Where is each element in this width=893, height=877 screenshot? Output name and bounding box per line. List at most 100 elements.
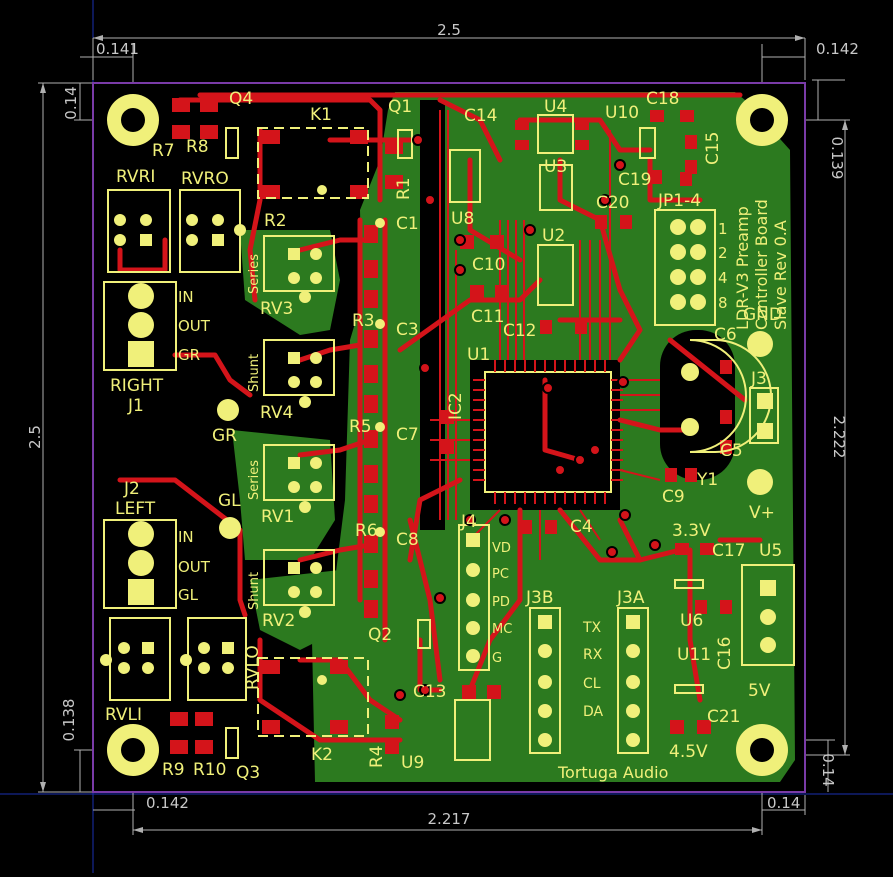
label-c11: C11 [471, 307, 505, 327]
label-u9: U9 [401, 753, 424, 773]
pin-tx: TX [582, 620, 602, 636]
label-u3: U3 [544, 157, 567, 177]
label-j2: J2 [123, 479, 140, 499]
board-title: LDR-V3 Preamp Controller Board Slave Rev… [557, 199, 790, 782]
smd-pads [170, 98, 732, 754]
label-c15: C15 [703, 131, 723, 165]
label-q1: Q1 [388, 97, 412, 117]
label-rv4: RV4 [260, 403, 293, 423]
label-k1: K1 [310, 105, 332, 125]
label-j1: J1 [127, 396, 144, 416]
label-c4: C4 [570, 517, 593, 537]
label-q4: Q4 [229, 89, 253, 109]
pin-labels: IN OUT GR IN OUT GL Series Shunt Series … [178, 220, 728, 720]
dim-left-height: 2.5 [26, 425, 44, 449]
label-c8: C8 [396, 530, 419, 550]
through-hole-pads [100, 185, 776, 747]
label-rvlo: RVLO [243, 645, 263, 690]
label-c13: C13 [413, 682, 447, 702]
label-5v: 5V [748, 681, 771, 701]
label-3v3: 3.3V [672, 521, 711, 541]
label-gl: GL [218, 491, 241, 511]
label-y1: Y1 [696, 470, 718, 490]
pin-pc: PC [492, 567, 509, 582]
pin-gl-left: GL [178, 586, 199, 604]
label-c17: C17 [712, 541, 746, 561]
label-c19: C19 [618, 170, 652, 190]
label-gnd: GND [743, 305, 782, 325]
label-r5: R5 [349, 417, 372, 437]
label-c18: C18 [646, 89, 680, 109]
label-c7: C7 [396, 425, 419, 445]
label-r4: R4 [367, 745, 387, 768]
brand-text: Tortuga Audio [557, 763, 668, 782]
pin-out-left: OUT [178, 558, 211, 576]
pin-shunt-top: Shunt [247, 354, 262, 392]
label-q3: Q3 [236, 763, 260, 783]
dimension-arrows [40, 35, 848, 833]
dim-top-width: 2.5 [437, 21, 461, 39]
pin-jp-1: 1 [718, 220, 728, 238]
label-r8: R8 [186, 137, 209, 157]
dim-bottom-width: 2.217 [428, 810, 471, 828]
dim-bottom-right-vertical: 0.14 [819, 753, 837, 786]
label-c9: C9 [662, 487, 685, 507]
pin-mc: MC [492, 622, 512, 637]
label-j3: J3 [750, 369, 767, 389]
label-u11: U11 [677, 645, 711, 665]
dim-bottom-left-vertical: 0.138 [60, 699, 78, 742]
label-c20: C20 [596, 193, 630, 213]
label-rvri: RVRI [116, 167, 155, 187]
label-r1: R1 [394, 177, 414, 200]
label-u4: U4 [544, 97, 567, 117]
label-j4: J4 [460, 512, 477, 532]
label-rvli: RVLI [105, 705, 142, 725]
pin-series-top: Series [247, 254, 262, 294]
label-u2: U2 [542, 226, 565, 246]
vias [394, 134, 661, 701]
label-rv1: RV1 [261, 507, 294, 527]
label-u1: U1 [467, 345, 490, 365]
pin-in-left: IN [178, 528, 194, 546]
label-u10: U10 [605, 103, 639, 123]
label-r9: R9 [162, 760, 185, 780]
label-c10: C10 [472, 255, 506, 275]
label-j3a: J3A [616, 588, 645, 608]
label-4v5: 4.5V [669, 742, 708, 762]
label-jp1-4: JP1-4 [657, 191, 701, 211]
dim-right-height: 2.222 [830, 416, 848, 459]
label-rvro: RVRO [181, 169, 229, 189]
pin-jp-8: 8 [718, 294, 728, 312]
label-v-plus: V+ [749, 503, 775, 523]
mounting-holes [107, 94, 788, 776]
label-c14: C14 [464, 106, 498, 126]
pin-g: G [492, 651, 502, 666]
silkscreen-outlines [103, 114, 795, 761]
title-line-2: Controller Board [752, 199, 771, 330]
label-c1: C1 [396, 214, 419, 234]
label-rv2: RV2 [262, 611, 295, 631]
mcu-u1 [473, 360, 623, 504]
label-r2: R2 [264, 211, 287, 231]
label-left: LEFT [115, 499, 156, 519]
dim-top-right-vertical: 0.139 [828, 137, 846, 180]
pin-da: DA [583, 704, 604, 720]
label-u8: U8 [451, 209, 474, 229]
label-c3: C3 [396, 320, 419, 340]
title-line-1: LDR-V3 Preamp [733, 206, 752, 330]
dim-bottom-right-margin: 0.14 [767, 794, 800, 812]
label-c16: C16 [715, 636, 735, 670]
label-c21: C21 [707, 707, 741, 727]
label-r10: R10 [193, 760, 226, 780]
label-ic2: IC2 [446, 392, 466, 420]
label-c6: C6 [714, 325, 737, 345]
label-k2: K2 [311, 745, 333, 765]
pin-shunt-bottom: Shunt [247, 572, 262, 610]
label-r3: R3 [352, 311, 375, 331]
pin-pd: PD [492, 595, 510, 610]
pin-jp-4: 4 [718, 269, 728, 287]
designators: Q4 K1 Q1 C14 U4 U10 C18 C15 R7 R8 RVRI R… [105, 89, 782, 783]
pin-jp-2: 2 [718, 244, 728, 262]
